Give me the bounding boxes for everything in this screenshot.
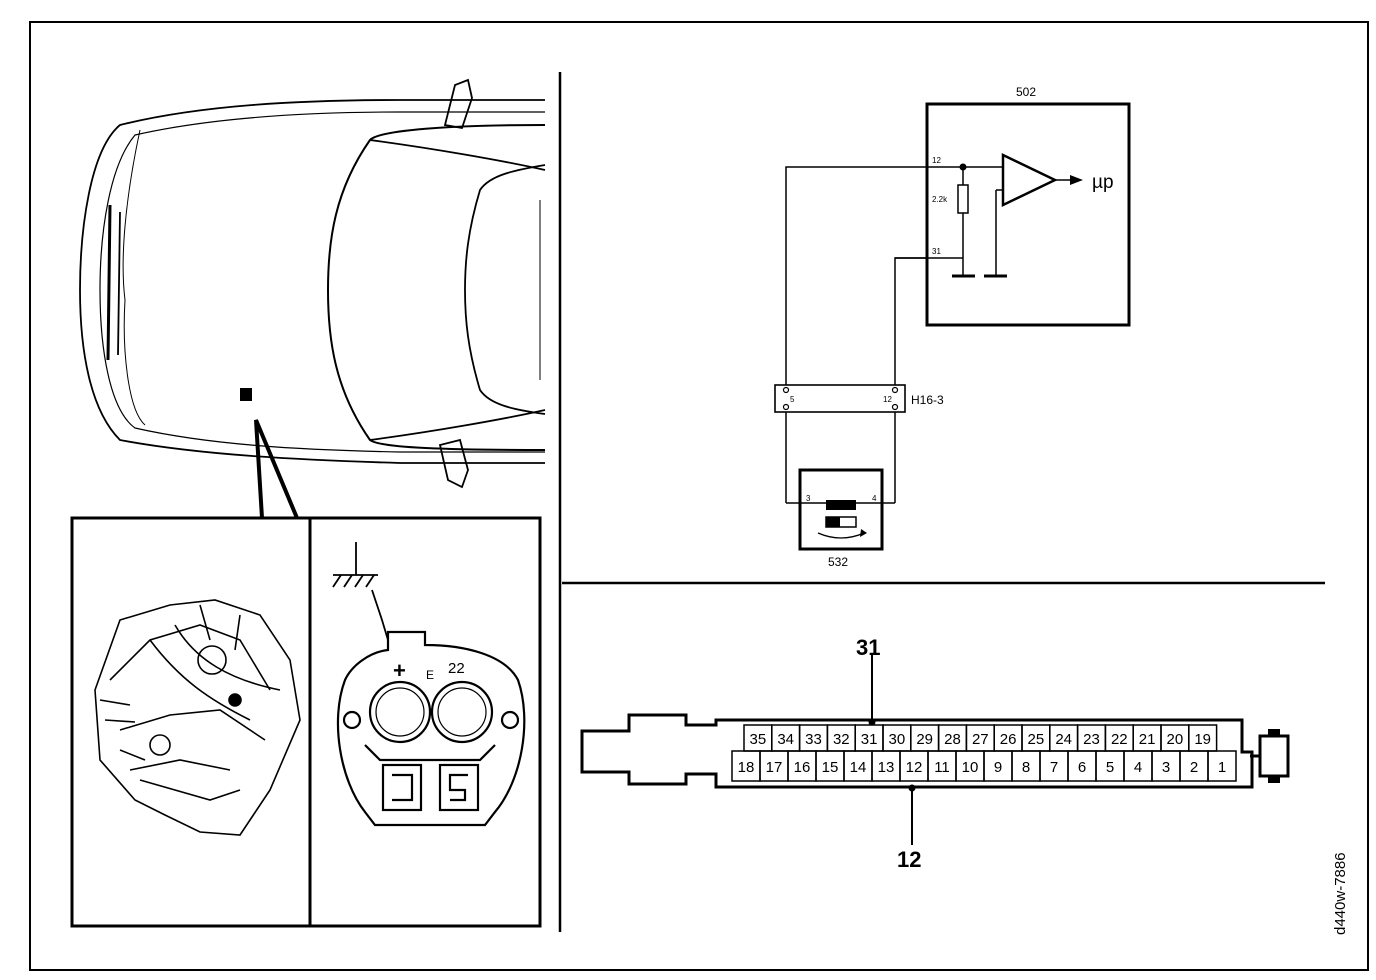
connector-pin-label: 8 [1022, 759, 1030, 776]
connector-pin-label: 4 [1134, 759, 1142, 776]
switch-532-box [798, 468, 884, 551]
connector-pin-label: 12 [906, 759, 923, 776]
connector-pin-label: 11 [934, 759, 950, 776]
connector-pin-label: 21 [1139, 731, 1156, 748]
connector-pin-label: 30 [889, 731, 906, 748]
connector-pin-label: 1 [1218, 759, 1226, 776]
connector-pin-label: 19 [1194, 731, 1211, 748]
junction-dot [959, 163, 967, 171]
connector-pin-label: 18 [738, 759, 755, 776]
car-top-view [79, 99, 546, 464]
resistor-label: 2.2k [932, 195, 948, 204]
callout-12-dot [908, 784, 916, 792]
connector-pin-5-label: 5 [790, 395, 795, 404]
connector-outline [580, 713, 1254, 789]
connector-h16-3-box [774, 384, 906, 413]
gearbox-illustration [94, 599, 301, 836]
connector-pin-label: 31 [861, 731, 878, 748]
callout-31-label: 31 [856, 635, 880, 660]
switch-symbol-icon [817, 500, 867, 539]
inset-panel-gearbox [70, 516, 312, 928]
terminal-plus-label: + [393, 658, 406, 683]
switch-pin-4-label: 4 [872, 494, 877, 503]
connector-pin-label: 25 [1028, 731, 1045, 748]
terminal-housing [336, 630, 526, 827]
connector-pin-label: 10 [962, 759, 979, 776]
connector-pin-label: 34 [777, 731, 794, 748]
connector-pin-label: 24 [1055, 731, 1072, 748]
connector-pin-cell [1207, 750, 1237, 782]
connector-pin-label: 3 [1162, 759, 1170, 776]
connector-pin-label: 22 [1111, 731, 1128, 748]
connector-pin-label: 26 [1000, 731, 1017, 748]
connector-pin-icon [891, 386, 899, 394]
connector-pin-label: 29 [916, 731, 933, 748]
connector-pin-icon [891, 403, 899, 411]
module-internal-wiring [895, 166, 1007, 278]
connector-clip-tab [1268, 775, 1280, 783]
callout-leader [254, 419, 299, 519]
connector-pin-label: 6 [1078, 759, 1086, 776]
page-frame [29, 21, 1369, 971]
connector-pin-label: 23 [1083, 731, 1100, 748]
connector-pin-label: 27 [972, 731, 989, 748]
connector-pin-label: 7 [1050, 759, 1058, 776]
output-arrow-icon [1070, 175, 1083, 185]
connector-pin-label: 17 [766, 759, 783, 776]
module-502-label: 502 [1016, 85, 1036, 99]
connector-clip [1258, 734, 1290, 778]
ground-symbol [332, 542, 389, 641]
switch-pin-3-label: 3 [806, 494, 811, 503]
terminal-number-label: 22 [448, 660, 465, 677]
inset-panel-terminal [308, 516, 542, 928]
component-location-marker [240, 388, 252, 401]
connector-pin-label: 16 [794, 759, 811, 776]
callout-31-dot [868, 718, 876, 726]
connector-pin-label: 13 [878, 759, 895, 776]
connector-pin-label: 14 [850, 759, 867, 776]
module-502-box [925, 102, 1131, 327]
amplifier-symbol [1001, 153, 1058, 207]
connector-pin-label: 20 [1167, 731, 1184, 748]
external-wires [785, 166, 927, 503]
switch-532-label: 532 [828, 555, 848, 569]
connector-pin-label: 2 [1190, 759, 1198, 776]
connector-pin-label: 32 [833, 731, 850, 748]
connector-pin-12-label: 12 [883, 395, 892, 404]
terminal-e-label: E [426, 668, 434, 682]
connector-pin-label: 33 [805, 731, 822, 748]
connector-pin-label: 9 [994, 759, 1002, 776]
connector-clip-tab [1268, 729, 1280, 737]
side-mirror-top [443, 78, 473, 130]
connector-pin-icon [782, 403, 790, 411]
document-code: d440w-7886 [1332, 852, 1349, 935]
connector-pin-label: 35 [750, 731, 767, 748]
module-pin-12-label: 12 [932, 156, 941, 165]
connector-pin-icon [782, 386, 790, 394]
output-up-label: µp [1092, 172, 1114, 193]
module-pin-31-label: 31 [932, 247, 941, 256]
side-mirror-bottom [438, 438, 469, 489]
callout-12-label: 12 [897, 847, 921, 872]
connector-pin-label: 15 [822, 759, 839, 776]
connector-pin-label: 5 [1106, 759, 1114, 776]
connector-h16-3-label: H16-3 [911, 393, 944, 407]
connector-pin-label: 28 [944, 731, 961, 748]
